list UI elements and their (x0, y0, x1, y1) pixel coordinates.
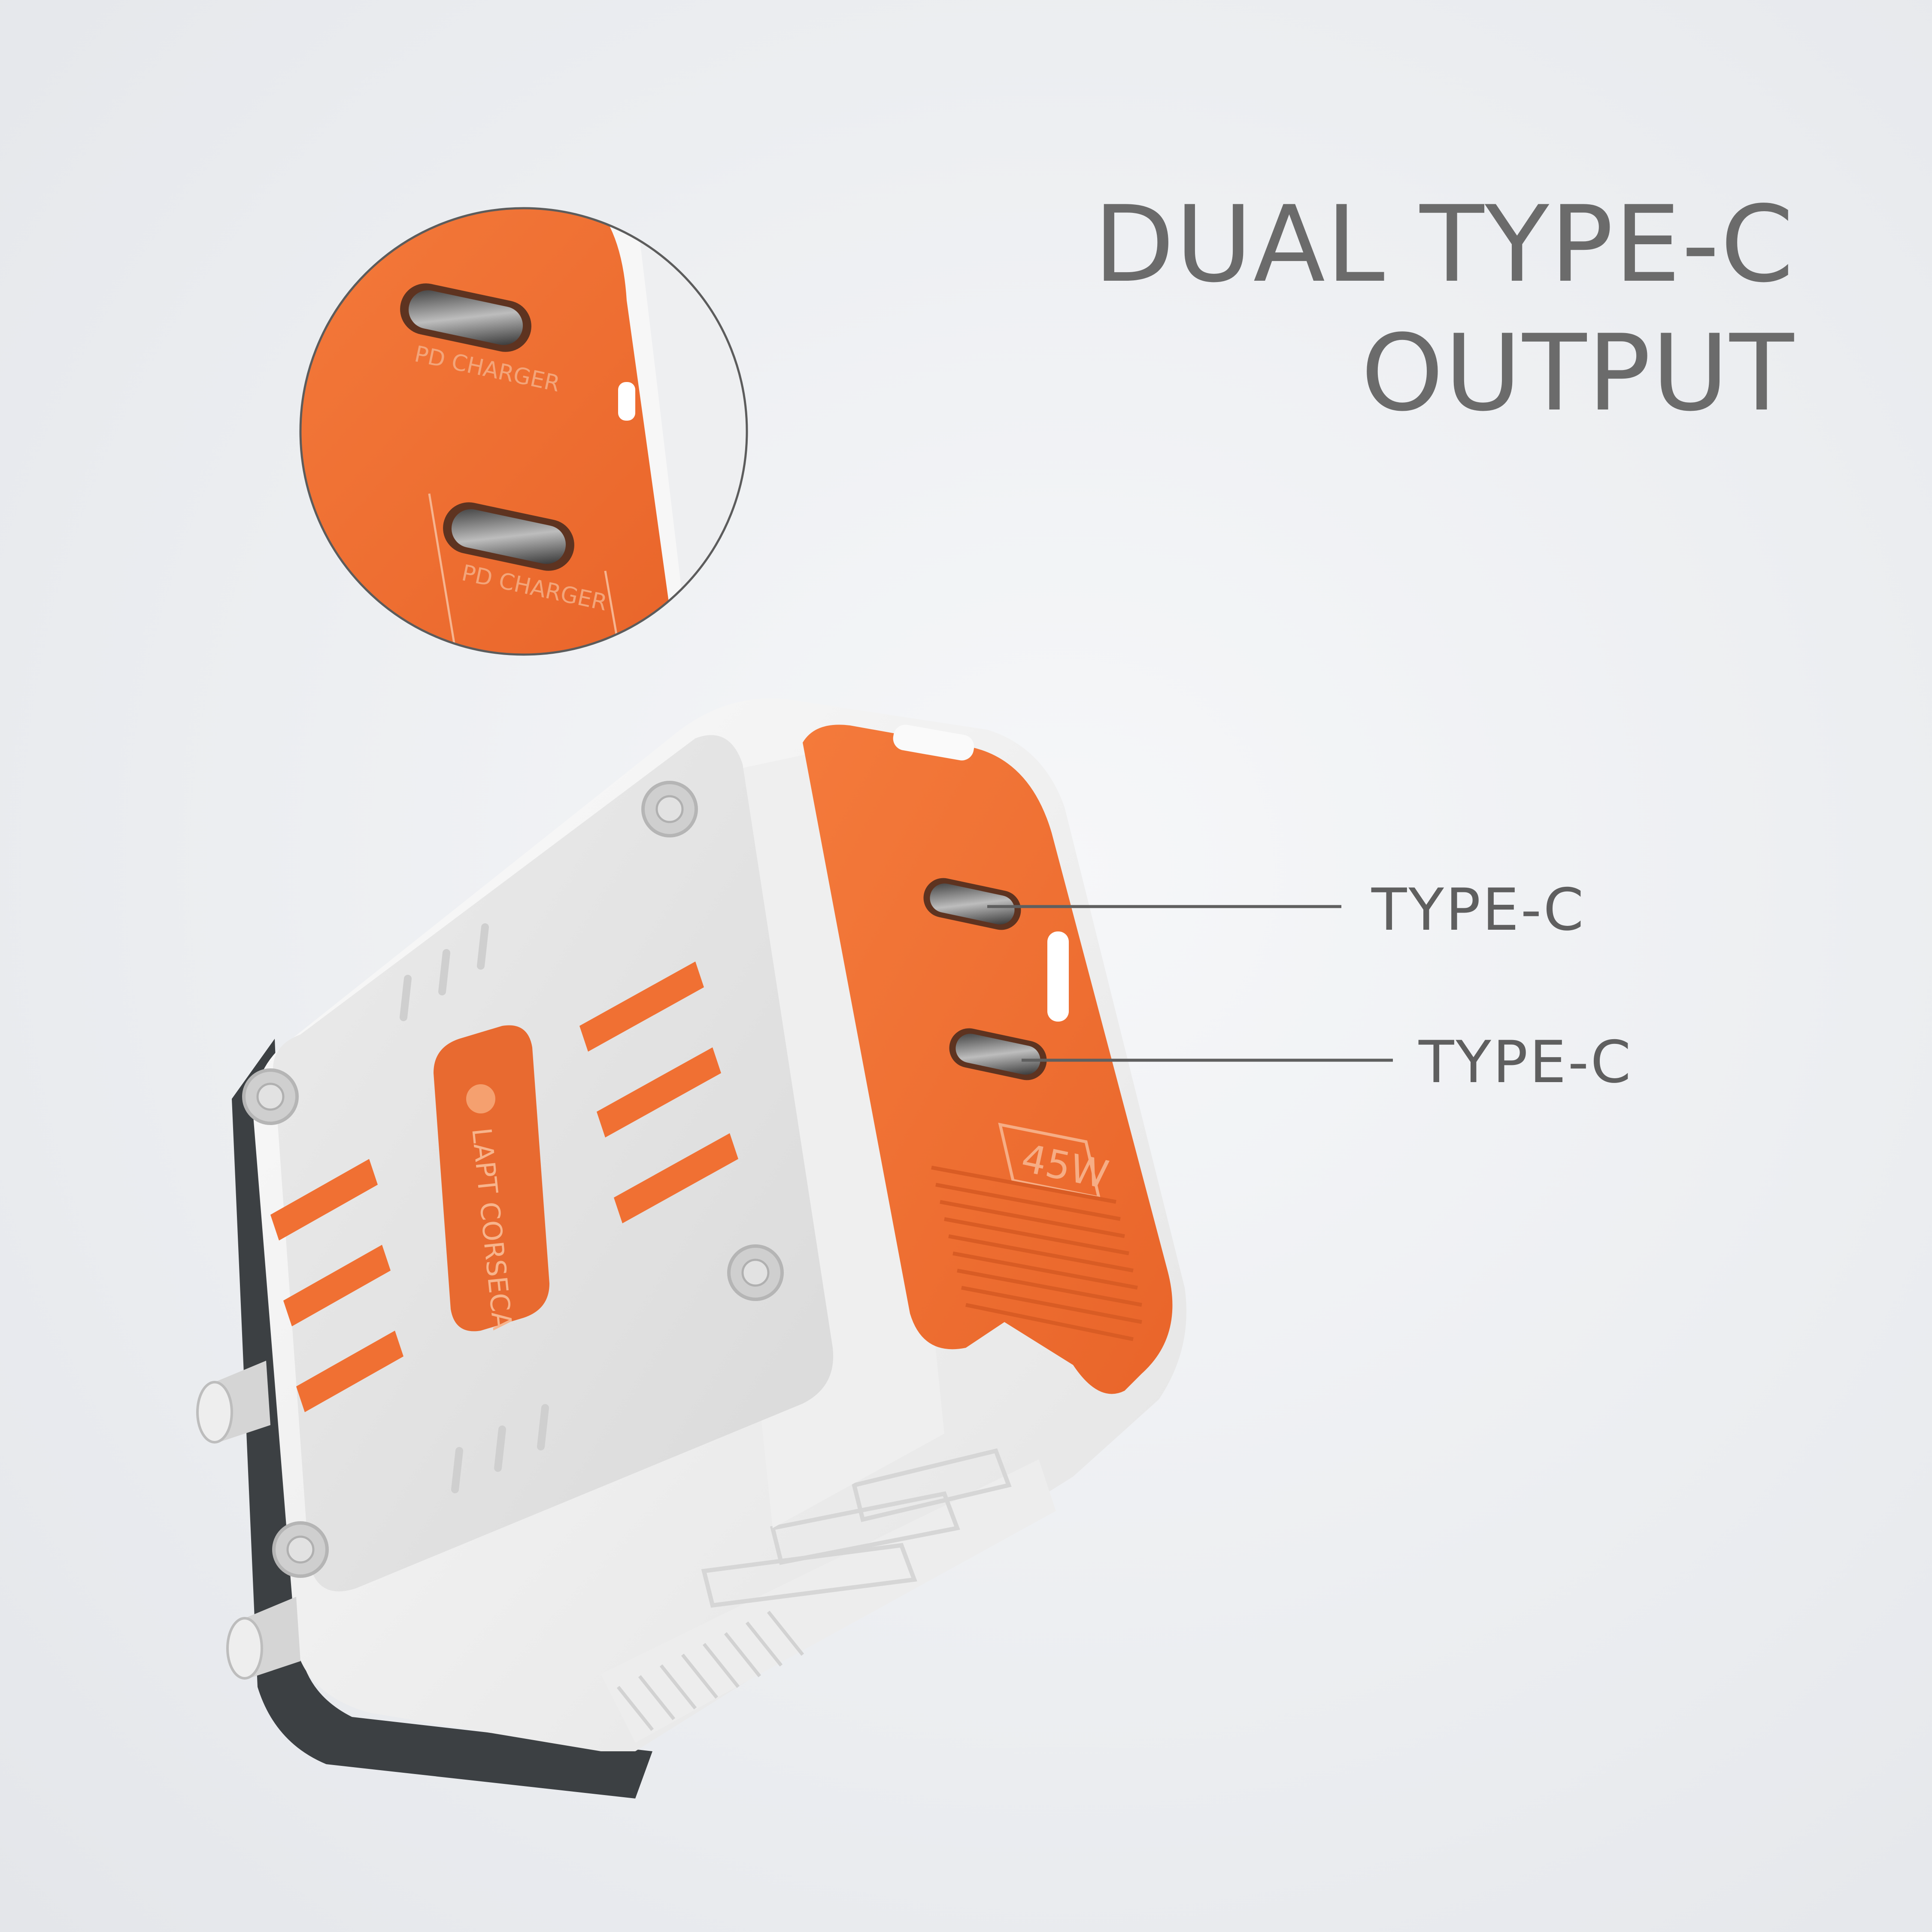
port-panel: 45W (803, 725, 1173, 1394)
type-c-port-1[interactable] (920, 874, 1025, 934)
headline-line-1: DUAL TYPE-C (1093, 183, 1795, 306)
callout-label-type-c-2: TYPE-C (1419, 1028, 1633, 1096)
screw-bottom-left (272, 1521, 329, 1578)
brand-badge: LAPT CORSECA (434, 1025, 549, 1331)
plug-pin-1 (196, 1361, 270, 1444)
headline-line-2: OUTPUT (1361, 312, 1795, 434)
screw-top-right (641, 781, 698, 837)
type-c-port-2[interactable] (946, 1025, 1050, 1084)
plug-pin-2 (226, 1597, 300, 1680)
inset-port-2 (443, 502, 574, 571)
screw-bottom-right (727, 1244, 784, 1301)
callout-label-type-c-1: TYPE-C (1371, 876, 1586, 943)
inset-zoom-circle: PD CHARGER PD CHARGER (299, 207, 748, 656)
screw-top-left (242, 1068, 299, 1125)
inset-port-1 (400, 283, 531, 352)
headline: DUAL TYPE-C OUTPUT (1094, 180, 1795, 438)
